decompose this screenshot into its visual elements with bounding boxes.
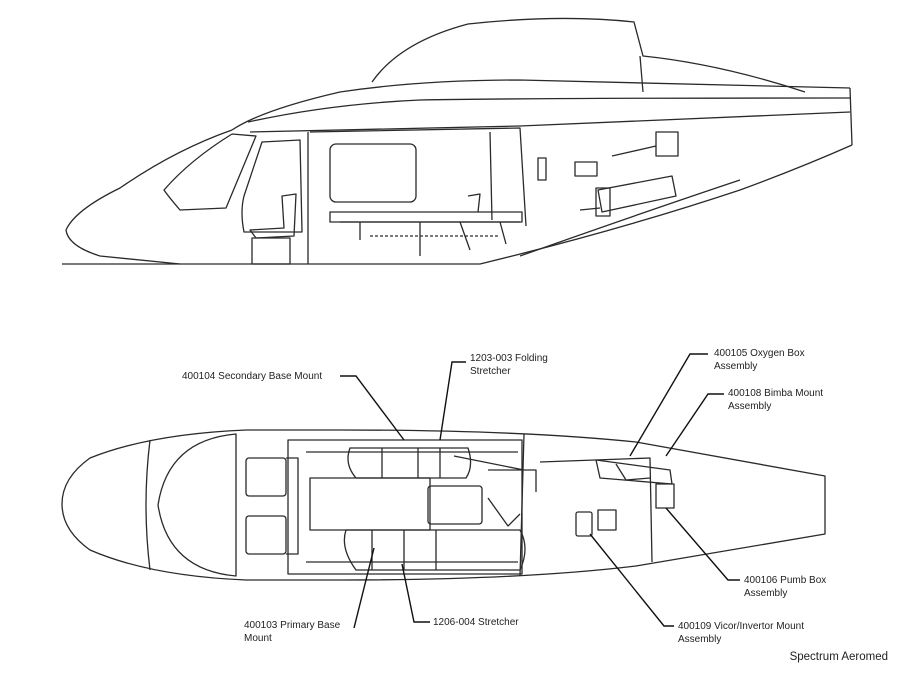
leader-secondary-base-mount (340, 375, 405, 441)
side-cowling-seam (639, 55, 644, 93)
top-cockpit-canopy (157, 433, 237, 577)
leader-folding-stretcher (439, 361, 466, 441)
label-oxygen-box-2: Assembly (714, 361, 757, 372)
side-belly (62, 144, 853, 265)
label-stretcher: 1206-004 Stretcher (433, 617, 519, 628)
side-door-line (489, 131, 493, 221)
side-roof-line (231, 79, 851, 131)
top-oxygen-box (595, 459, 673, 485)
side-seat-base (251, 237, 291, 265)
top-bimba-mount (615, 463, 651, 481)
label-oxygen-box-1: 400105 Oxygen Box (714, 348, 805, 359)
leader-oxygen-box (629, 353, 708, 457)
top-pilot-seats (245, 457, 299, 555)
label-secondary-base-mount: 400104 Secondary Base Mount (182, 371, 322, 382)
side-engine-cowling (371, 17, 806, 93)
side-equipment-panel (574, 161, 598, 177)
label-vicor-invertor-1: 400109 Vicor/Invertor Mount (678, 621, 804, 632)
credit-text: Spectrum Aeromed (789, 651, 888, 663)
top-vicor-invertor (575, 511, 593, 537)
side-mount (595, 187, 611, 217)
top-stretcher-straps (371, 448, 441, 570)
side-view (62, 17, 853, 265)
top-attendant-seat (427, 485, 483, 525)
label-bimba-mount-1: 400108 Bimba Mount (728, 388, 823, 399)
top-center-walkway (309, 477, 431, 531)
side-cockpit-window (241, 139, 303, 233)
side-belly-inner (519, 179, 741, 257)
side-cabin-window (329, 143, 417, 203)
top-cabin-rails (306, 451, 518, 563)
label-bimba-mount-2: Assembly (728, 401, 771, 412)
side-equipment-bracket (537, 157, 547, 181)
side-cabin-frame (309, 127, 527, 227)
label-vicor-invertor-2: Assembly (678, 634, 721, 645)
leader-pumb-box (665, 507, 740, 581)
label-folding-stretcher-1: 1203-003 Folding (470, 353, 548, 364)
top-rear-bulkhead (519, 433, 653, 577)
top-pump-box (655, 483, 675, 509)
side-roof-line-3 (249, 111, 851, 133)
side-roof-line-2 (247, 97, 851, 123)
top-seat-arm (487, 497, 521, 527)
side-stretcher (329, 193, 523, 256)
label-primary-base-mount-2: Mount (244, 633, 272, 644)
top-vicor-panel (597, 509, 617, 531)
label-folding-stretcher-2: Stretcher (470, 366, 511, 377)
side-windshield (163, 133, 257, 211)
leader-primary-base-mount (353, 547, 375, 629)
side-oxygen-box (597, 175, 677, 213)
top-fuselage-outline (61, 429, 826, 581)
top-nose-line (145, 439, 151, 571)
callout-labels: 400104 Secondary Base Mount 1203-003 Fol… (182, 348, 826, 645)
label-primary-base-mount-1: 400103 Primary Base (244, 620, 341, 631)
label-pumb-box-1: 400106 Pumb Box (744, 575, 826, 586)
top-stretcher-upper (347, 447, 472, 479)
top-cabin-frame (287, 439, 523, 575)
side-cabling (579, 145, 657, 211)
leader-stretcher (401, 563, 430, 623)
leader-bimba-mount (665, 393, 724, 457)
side-tail-edge (849, 87, 853, 146)
side-pump-box (655, 131, 679, 157)
top-view (61, 429, 826, 581)
leader-lines (340, 353, 740, 629)
side-nose (65, 129, 233, 265)
label-pumb-box-2: Assembly (744, 588, 787, 599)
top-mount-rails (453, 455, 537, 492)
leader-vicor-invertor (589, 533, 674, 627)
